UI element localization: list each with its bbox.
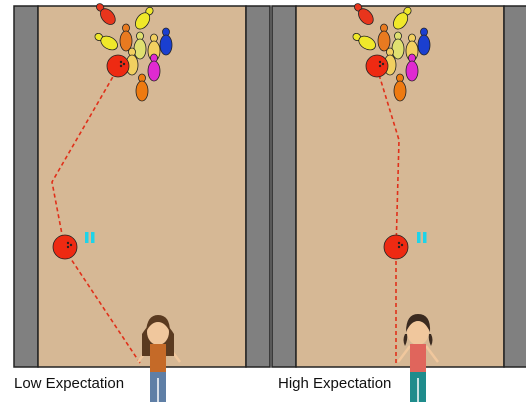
bowling-pin-icon	[417, 27, 431, 56]
bowling-ball-icon	[365, 54, 389, 78]
ball-path	[51, 67, 141, 364]
bowling-pin-icon	[377, 23, 391, 52]
panel-high-expectation	[271, 3, 526, 402]
bowling-pin-icon	[352, 32, 376, 51]
bowling-pin-icon	[94, 32, 118, 51]
lane	[295, 5, 505, 368]
person-icon	[397, 314, 439, 402]
bowling-pin-icon	[393, 73, 407, 102]
bowling-pin-icon	[96, 3, 116, 25]
pause-icon	[85, 232, 95, 243]
right-gutter	[245, 5, 271, 368]
lane	[37, 5, 247, 368]
pause-icon	[417, 232, 427, 243]
pin-cluster	[94, 3, 173, 102]
bowling-pin-icon	[159, 27, 173, 56]
caption-high-expectation: High Expectation	[278, 375, 392, 392]
bowling-pin-icon	[147, 53, 161, 82]
bowling-pin-icon	[405, 53, 419, 82]
bowling-pin-icon	[393, 6, 412, 30]
right-gutter	[503, 5, 526, 368]
bowling-ball-icon	[383, 234, 409, 260]
bowling-ball-icon	[52, 234, 78, 260]
pin-cluster	[352, 3, 431, 102]
left-gutter	[271, 5, 297, 368]
bowling-pin-icon	[119, 23, 133, 52]
person-icon	[137, 315, 181, 402]
bowling-pin-icon	[135, 73, 149, 102]
bowling-pin-icon	[354, 3, 374, 25]
bowling-ball-icon	[106, 54, 130, 78]
panel-low-expectation	[13, 3, 271, 402]
left-gutter	[13, 5, 39, 368]
caption-low-expectation: Low Expectation	[14, 375, 125, 392]
ball-path	[376, 67, 400, 363]
bowling-pin-icon	[391, 31, 405, 60]
bowling-pin-icon	[135, 6, 154, 30]
